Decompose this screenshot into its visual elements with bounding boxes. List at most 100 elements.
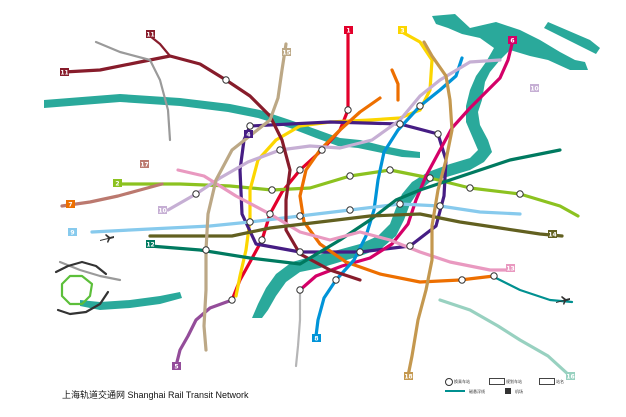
airport-icon[interactable]	[100, 234, 114, 243]
interchange-station[interactable]	[346, 206, 354, 214]
svg-text:5: 5	[174, 364, 178, 371]
interchange-station[interactable]	[258, 236, 266, 244]
interchange-station[interactable]	[246, 218, 254, 226]
interchange-station[interactable]	[356, 248, 364, 256]
interchange-station[interactable]	[296, 286, 304, 294]
interchange-station[interactable]	[318, 146, 326, 154]
interchange-station[interactable]	[296, 212, 304, 220]
line-badge-11[interactable]: 11	[146, 30, 155, 39]
svg-text:15: 15	[282, 50, 290, 57]
interchange-station[interactable]	[416, 102, 424, 110]
line-15-route	[202, 42, 288, 352]
line-badge-10[interactable]: 10	[158, 206, 167, 215]
songjiang-cluster	[54, 260, 110, 316]
cluster-green-loop	[60, 274, 94, 306]
line-badge-10-north[interactable]: 10	[530, 84, 539, 93]
interchange-station[interactable]	[458, 276, 466, 284]
station-name-symbol-icon	[539, 378, 555, 385]
map-legend: 换乘车站 规划车站 站名 磁悬浮线 机场	[445, 378, 580, 408]
west-grey-line	[94, 40, 172, 142]
interchange-station[interactable]	[406, 242, 414, 250]
interchange-symbol-icon	[445, 378, 453, 386]
line-badge-12[interactable]: 12	[146, 240, 155, 249]
line-badge-3[interactable]: 3	[398, 26, 407, 35]
dianpu-river	[80, 292, 182, 310]
interchange-station[interactable]	[466, 184, 474, 192]
line-badge-11-west[interactable]: 11	[60, 68, 69, 77]
interchange-station[interactable]	[332, 276, 340, 284]
interchange-station[interactable]	[246, 122, 254, 130]
svg-text:10: 10	[530, 86, 538, 93]
svg-text:7: 7	[68, 202, 72, 209]
svg-text:6: 6	[510, 38, 514, 45]
interchange-station[interactable]	[228, 296, 236, 304]
line-badge-5[interactable]: 5	[172, 362, 181, 371]
line-badge-13[interactable]: 13	[506, 264, 515, 273]
line-11-branch	[148, 34, 172, 58]
interchange-station[interactable]	[192, 190, 200, 198]
svg-text:8: 8	[314, 336, 318, 343]
line-badges: 1 2 3 4 5 6 7 8 9 10 11 12 13 14 15 16 1…	[60, 26, 575, 381]
maglev-symbol-icon	[445, 390, 465, 392]
line-badge-14[interactable]: 14	[548, 230, 557, 239]
interchange-station[interactable]	[222, 76, 230, 84]
svg-text:18: 18	[404, 374, 412, 381]
svg-text:12: 12	[146, 242, 154, 249]
line-5-route	[174, 298, 234, 368]
interchange-station[interactable]	[202, 246, 210, 254]
interchange-station[interactable]	[276, 146, 284, 154]
legend-item-label: 机场	[515, 389, 523, 394]
svg-text:9: 9	[70, 230, 74, 237]
svg-text:11: 11	[60, 70, 68, 77]
line-7-route	[298, 96, 496, 284]
interchange-station[interactable]	[268, 186, 276, 194]
interchange-station[interactable]	[516, 190, 524, 198]
line-badge-2[interactable]: 2	[113, 179, 122, 188]
map-title: 上海轨道交通网 Shanghai Rail Transit Network	[62, 390, 249, 400]
line-badge-16[interactable]: 16	[566, 372, 575, 381]
interchange-station[interactable]	[396, 200, 404, 208]
line-badge-4[interactable]: 4	[244, 130, 253, 139]
svg-text:13: 13	[506, 266, 514, 273]
svg-text:10: 10	[158, 208, 166, 215]
suzhou-creek	[44, 94, 420, 158]
line-badge-9[interactable]: 9	[68, 228, 77, 237]
line-18-route	[406, 40, 454, 378]
legend-item-label: 磁悬浮线	[469, 389, 485, 394]
station-markers	[192, 76, 524, 304]
interchange-station[interactable]	[426, 174, 434, 182]
interchange-station[interactable]	[344, 106, 352, 114]
interchange-station[interactable]	[346, 172, 354, 180]
line-12-route	[148, 148, 562, 266]
interchange-station[interactable]	[396, 120, 404, 128]
line-8-route	[314, 56, 464, 338]
interchange-station[interactable]	[296, 248, 304, 256]
line-badge-8[interactable]: 8	[312, 334, 321, 343]
cluster-dark-line-2	[56, 290, 110, 316]
legend-item-label: 规划车站	[506, 379, 522, 384]
pujiang-line-route	[294, 288, 302, 368]
legend-item-label: 站名	[556, 379, 564, 384]
interchange-station[interactable]	[436, 202, 444, 210]
svg-text:4: 4	[246, 132, 250, 139]
river-north-branch	[544, 22, 600, 54]
interchange-station[interactable]	[296, 166, 304, 174]
line-17-route	[60, 182, 164, 208]
svg-text:2: 2	[115, 181, 119, 188]
line-badge-1[interactable]: 1	[344, 26, 353, 35]
airport-icon[interactable]	[556, 296, 570, 305]
line-badge-15[interactable]: 15	[282, 48, 291, 57]
interchange-station[interactable]	[490, 272, 498, 280]
river-layer	[44, 14, 600, 318]
line-badge-6[interactable]: 6	[508, 36, 517, 45]
svg-text:16: 16	[566, 374, 574, 381]
line-badge-7[interactable]: 7	[66, 200, 75, 209]
interchange-station[interactable]	[266, 210, 274, 218]
line-badge-17[interactable]: 17	[140, 160, 149, 169]
line-badge-18[interactable]: 18	[404, 372, 413, 381]
interchange-station[interactable]	[434, 130, 442, 138]
airport-symbol-icon	[505, 388, 511, 394]
interchange-station[interactable]	[386, 166, 394, 174]
airports	[100, 234, 570, 305]
cluster-dark-line	[54, 260, 108, 276]
